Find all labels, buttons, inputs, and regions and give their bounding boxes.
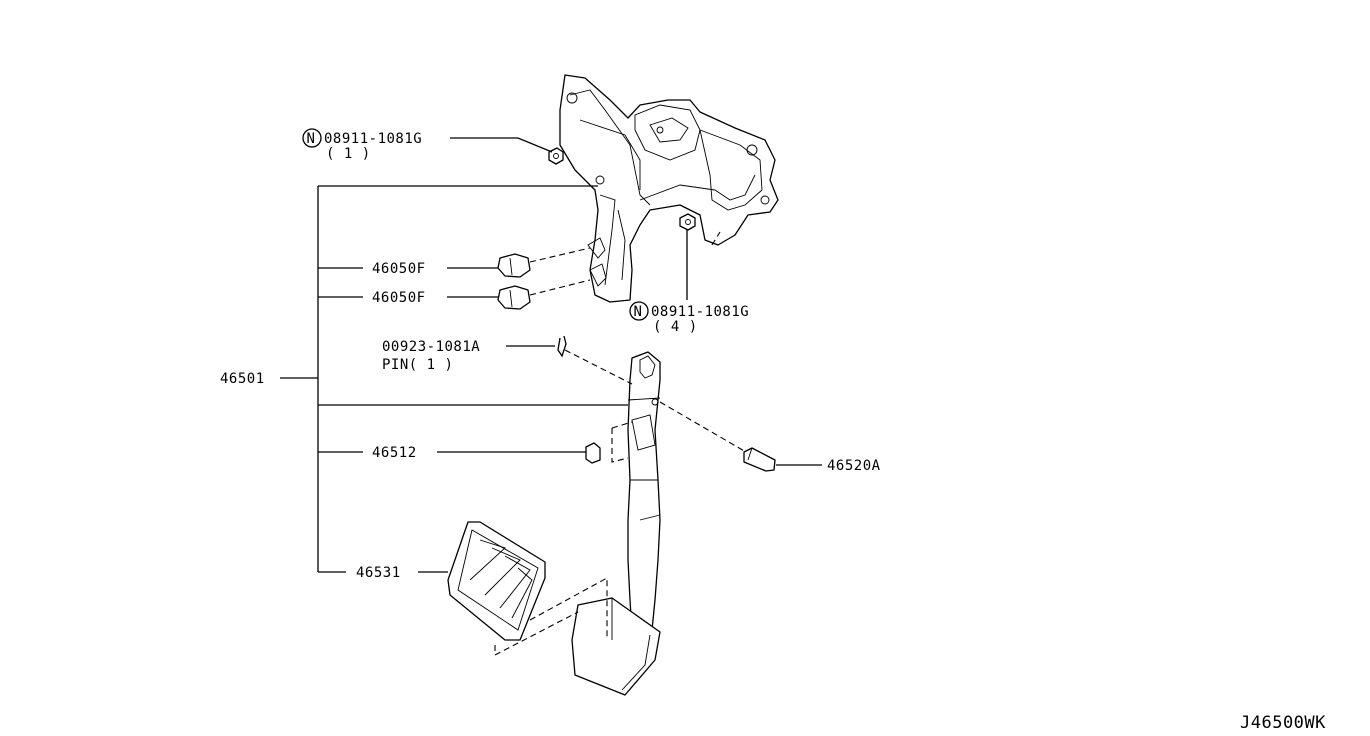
pin-part-label: 00923-1081A xyxy=(382,339,480,355)
pin-desc-label: PIN( 1 ) xyxy=(382,357,453,373)
pedal-footplate xyxy=(571,597,661,696)
assembly-label: 46501 xyxy=(220,371,265,387)
pin-icon xyxy=(557,335,567,358)
nut-top-icon xyxy=(548,147,564,165)
n-symbol: N xyxy=(307,131,316,147)
n-symbol-icon xyxy=(629,301,649,321)
nut-mid-qty: ( 4 ) xyxy=(653,319,698,335)
pad-label: 46531 xyxy=(356,565,401,581)
bolt-icon xyxy=(743,447,776,472)
nut-top-qty: ( 1 ) xyxy=(326,146,371,162)
bushing-lower-icon xyxy=(497,285,531,310)
bushing-lower-label: 46050F xyxy=(372,290,426,306)
pedal-pad xyxy=(447,521,546,641)
nut-mid-icon xyxy=(679,213,696,231)
bushing-upper-label: 46050F xyxy=(372,261,426,277)
leader-lines xyxy=(280,137,822,573)
stopper-label: 46512 xyxy=(372,445,417,461)
stopper-icon xyxy=(585,442,601,464)
nut-top-part-no: 08911-1081G xyxy=(324,131,422,147)
bolt-label: 46520A xyxy=(827,458,881,474)
callout-nut-mid: N 08911-1081G ( 4 ) xyxy=(629,301,749,335)
callout-nut-top: N 08911-1081G ( 1 ) xyxy=(302,128,422,162)
n-symbol-icon xyxy=(302,128,322,148)
bushing-upper-icon xyxy=(497,253,531,278)
pedal-bracket xyxy=(559,74,779,303)
diagram-id: J46500WK xyxy=(1240,713,1326,733)
nut-mid-part-no: 08911-1081G xyxy=(651,304,749,320)
n-symbol: N xyxy=(634,304,643,320)
pedal-arm xyxy=(627,351,661,641)
